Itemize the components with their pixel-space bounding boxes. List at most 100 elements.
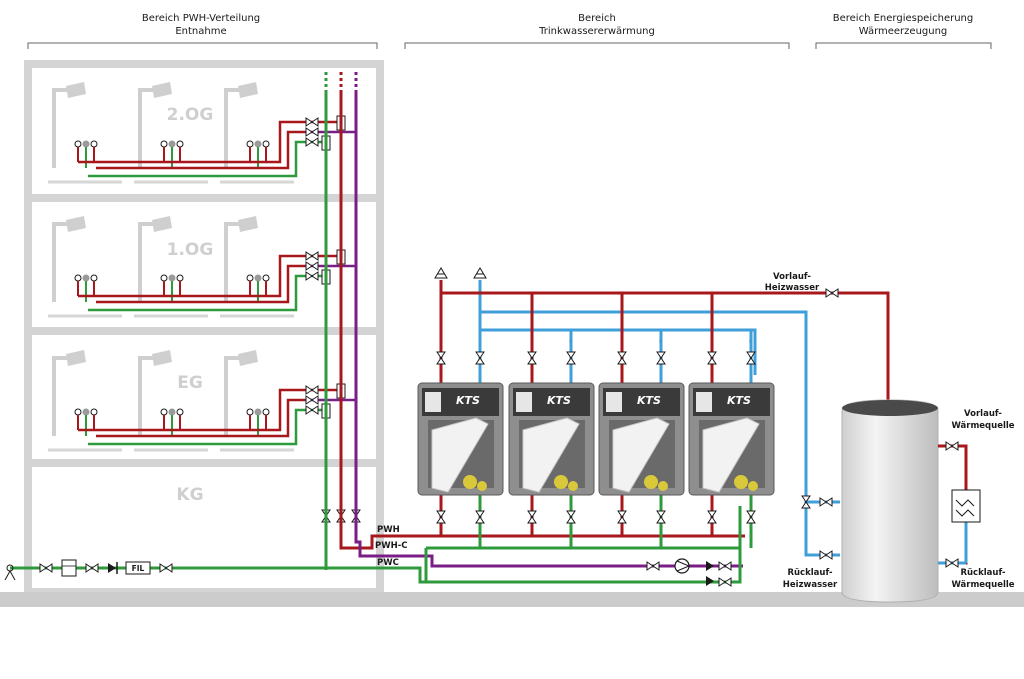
module-brand-label: KTS (637, 394, 661, 407)
module-brand-label: KTS (456, 394, 480, 407)
shutoff-valve-icon (746, 351, 756, 365)
shower-head (238, 82, 258, 98)
shutoff-valve-icon (305, 405, 319, 415)
module-pump (734, 475, 748, 489)
floor-hot-line (96, 264, 305, 304)
shower-icon (48, 350, 122, 452)
shower-head (238, 350, 258, 366)
shutoff-valve-icon (566, 351, 576, 365)
label-vorlauf-heizwasser-2: Heizwasser (765, 283, 820, 293)
check-valve-icon (706, 561, 714, 571)
module-brand-label: KTS (727, 394, 751, 407)
header-storage-line1: Bereich Energiespeicherung (833, 13, 973, 24)
shower-pipe (138, 88, 160, 168)
outlet-fitting-icon (176, 140, 184, 148)
water-meter-icon (61, 559, 77, 577)
module-display (516, 392, 532, 412)
shutoff-valve-icon (819, 550, 833, 560)
shower-pipe (52, 222, 74, 302)
shower-icon (134, 82, 208, 184)
shower-pipe (224, 88, 246, 168)
outlet-fitting-icon (254, 140, 262, 148)
kts-modules: KTS KTS KTS KTS (417, 293, 775, 548)
shower-icon (220, 350, 294, 452)
shower-pipe (52, 88, 74, 168)
outlet-fitting-icon (90, 274, 98, 282)
pipe-label-pwhc: PWH-C (375, 541, 408, 551)
check-valve-icon (706, 576, 714, 586)
shutoff-valve-icon (305, 127, 319, 137)
kts-module: KTS (508, 293, 595, 548)
kts-module: KTS (417, 293, 504, 548)
outlet-fitting-icon (246, 408, 254, 416)
storage-tank (841, 399, 939, 603)
shutoff-valve-icon (617, 351, 627, 365)
circulation-pump-group (646, 558, 732, 587)
floor-hot-line (96, 398, 305, 438)
label-vorlauf-waermequelle-1: Vorlauf- (964, 409, 1002, 419)
shutoff-valve-icon (707, 510, 717, 524)
shutoff-valve-icon (159, 563, 173, 573)
module-pump (748, 481, 758, 491)
module-display (425, 392, 441, 412)
module-display (606, 392, 622, 412)
floor-cold-line (88, 140, 305, 178)
shutoff-valve-icon (85, 563, 99, 573)
shower-icon (48, 216, 122, 318)
shutoff-valve-icon (617, 510, 627, 524)
shutoff-valve-icon (707, 351, 717, 365)
module-brand-label: KTS (547, 394, 571, 407)
floor-hot-line (78, 388, 305, 432)
pump-icon (674, 558, 691, 574)
header-heating-line2: Trinkwassererwärmung (538, 26, 655, 37)
outlet-fitting-icon (82, 140, 90, 148)
shutoff-valve-icon (305, 385, 319, 395)
shower-head (152, 350, 172, 366)
filter-label: FIL (132, 564, 145, 573)
module-cover-plate (612, 417, 670, 493)
shutoff-valve-icon (646, 561, 660, 571)
floor-installations (48, 82, 361, 523)
outlet-fitting-icon (168, 408, 176, 416)
shutoff-valve-icon (825, 288, 839, 298)
outlet-fitting-icon (168, 140, 176, 148)
shower-pipe (224, 356, 246, 436)
shower-icon (134, 350, 208, 452)
floor-label-2og: 2.OG (167, 105, 214, 125)
heat-source-loop (938, 444, 981, 565)
shutoff-valve-icon (305, 261, 319, 271)
shutoff-valve-icon (527, 510, 537, 524)
header-pwh: Bereich PWH-Verteilung Entnahme (27, 13, 378, 49)
pipe-label-pwc: PWC (377, 558, 399, 568)
floor-installation (48, 82, 356, 184)
outlet-fitting-icon (74, 408, 82, 416)
shutoff-valve-icon (566, 510, 576, 524)
shower-icon (134, 216, 208, 318)
outlet-fitting-icon (82, 408, 90, 416)
floor-hot-line (78, 120, 305, 164)
outlet-fitting-icon (254, 274, 262, 282)
shutoff-valve-icon (39, 563, 53, 573)
floor-cold-line (88, 274, 305, 312)
outlet-fitting-icon (262, 140, 270, 148)
ground (0, 592, 1024, 607)
outlet-fitting-icon (74, 140, 82, 148)
check-valve-icon (108, 562, 118, 574)
shutoff-valve-icon (527, 351, 537, 365)
filter-icon: FIL (125, 561, 151, 575)
entry-devices: FIL (4, 559, 173, 581)
shutoff-valve-icon (305, 117, 319, 127)
label-ruecklauf-waermequelle-1: Rücklauf- (960, 568, 1006, 578)
floor-label-kg: KG (176, 485, 203, 505)
shutoff-valve-icon (656, 510, 666, 524)
shower-icon (220, 82, 294, 184)
shutoff-valve-icon (305, 271, 319, 281)
shower-head (152, 216, 172, 232)
header-heating-line1: Bereich (578, 13, 616, 24)
header-pwh-line1: Bereich PWH-Verteilung (142, 13, 260, 24)
outlet-fitting-icon (90, 140, 98, 148)
shutoff-valve-icon (746, 510, 756, 524)
outlet-fitting-icon (160, 408, 168, 416)
header-pwh-line2: Entnahme (175, 26, 226, 37)
